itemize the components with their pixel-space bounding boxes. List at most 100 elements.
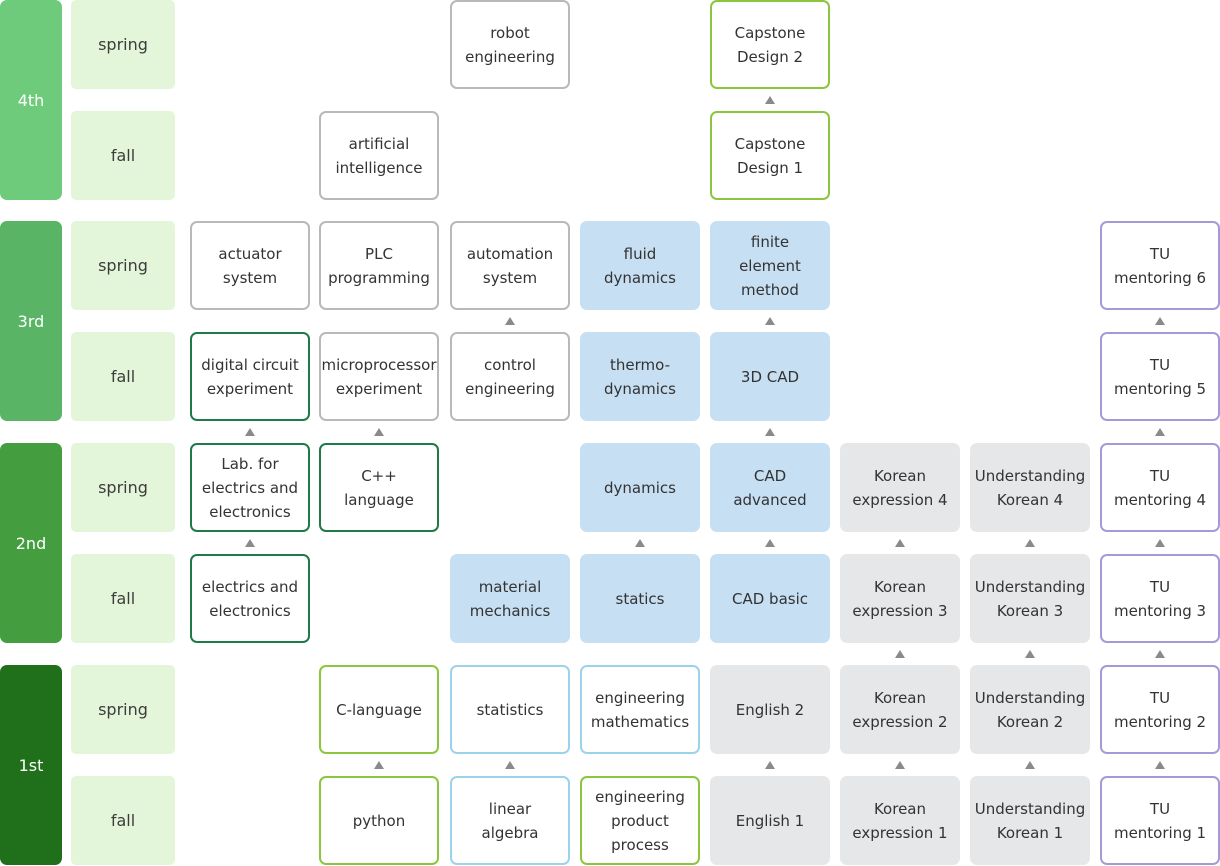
course-label: python [352, 811, 406, 830]
course-understanding-korean-2[interactable]: Understanding Korean 2 [970, 665, 1090, 754]
course-label: TU mentoring 5 [1113, 355, 1207, 398]
course-material-mechanics[interactable]: material mechanics [450, 554, 570, 643]
course-english-1[interactable]: English 1 [710, 776, 830, 865]
course-tu-mentoring-2[interactable]: TU mentoring 2 [1100, 665, 1220, 754]
semester-label-4th-fall: fall [71, 111, 175, 200]
prerequisite-arrow-tu-mentoring-4-to-tu-mentoring-5 [1155, 428, 1165, 436]
course-cad-advanced[interactable]: CAD advanced [710, 443, 830, 532]
course-statistics[interactable]: statistics [450, 665, 570, 754]
course-label: Understanding Korean 2 [974, 688, 1086, 731]
course-automation-system[interactable]: automation system [450, 221, 570, 310]
course-label: TU mentoring 6 [1113, 244, 1207, 287]
course-python[interactable]: python [319, 776, 439, 865]
course-thermo-dynamics[interactable]: thermo- dynamics [580, 332, 700, 421]
course-cpp-language[interactable]: C++ language [319, 443, 439, 532]
course-robot-engineering[interactable]: robot engineering [450, 0, 570, 89]
course-label: robot engineering [465, 23, 555, 66]
course-dynamics[interactable]: dynamics [580, 443, 700, 532]
course-label: C++ language [344, 466, 414, 509]
course-understanding-korean-1[interactable]: Understanding Korean 1 [970, 776, 1090, 865]
course-c-language[interactable]: C-language [319, 665, 439, 754]
course-fluid-dynamics[interactable]: fluid dynamics [580, 221, 700, 310]
course-tu-mentoring-4[interactable]: TU mentoring 4 [1100, 443, 1220, 532]
prerequisite-arrow-electrics-electronics-to-lab-electrics-electronics [245, 539, 255, 547]
course-engineering-mathematics[interactable]: engineering mathematics [580, 665, 700, 754]
course-label: English 2 [735, 700, 805, 719]
course-label: engineering mathematics [590, 688, 690, 731]
course-label: Korean expression 1 [852, 799, 948, 842]
course-cad-basic[interactable]: CAD basic [710, 554, 830, 643]
course-statics[interactable]: statics [580, 554, 700, 643]
course-label: Understanding Korean 3 [974, 577, 1086, 620]
semester-label-2nd-fall: fall [71, 554, 175, 643]
course-label: automation system [466, 244, 554, 287]
year-label-4th: 4th [0, 0, 62, 200]
course-engineering-product-process[interactable]: engineering product process [580, 776, 700, 865]
course-label: 3D CAD [740, 367, 800, 386]
course-label: Capstone Design 2 [734, 23, 806, 66]
prerequisite-arrow-python-to-c-language [374, 761, 384, 769]
course-label: Understanding Korean 1 [974, 799, 1086, 842]
year-label-3rd: 3rd [0, 221, 62, 421]
course-digital-circuit-experiment[interactable]: digital circuit experiment [190, 332, 310, 421]
course-label: TU mentoring 3 [1113, 577, 1207, 620]
course-plc-programming[interactable]: PLC programming [319, 221, 439, 310]
prerequisite-arrow-cpp-language-to-microprocessor-experiment [374, 428, 384, 436]
course-capstone-design-1[interactable]: Capstone Design 1 [710, 111, 830, 200]
course-label: engineering product process [595, 787, 685, 854]
course-capstone-design-2[interactable]: Capstone Design 2 [710, 0, 830, 89]
course-artificial-intelligence[interactable]: artificial intelligence [319, 111, 439, 200]
course-label: Korean expression 3 [852, 577, 948, 620]
course-understanding-korean-4[interactable]: Understanding Korean 4 [970, 443, 1090, 532]
course-label: Capstone Design 1 [734, 134, 806, 177]
course-actuator-system[interactable]: actuator system [190, 221, 310, 310]
course-label: CAD advanced [733, 466, 807, 509]
semester-label-3rd-spring: spring [71, 221, 175, 310]
course-label: dynamics [604, 478, 676, 497]
course-understanding-korean-3[interactable]: Understanding Korean 3 [970, 554, 1090, 643]
course-korean-expression-3[interactable]: Korean expression 3 [840, 554, 960, 643]
course-electrics-electronics[interactable]: electrics and electronics [190, 554, 310, 643]
prerequisite-arrow-korean-expression-2-to-korean-expression-3 [895, 650, 905, 658]
course-tu-mentoring-3[interactable]: TU mentoring 3 [1100, 554, 1220, 643]
course-label: finite element method [739, 232, 801, 299]
course-label: artificial intelligence [335, 134, 423, 177]
course-control-engineering[interactable]: control engineering [450, 332, 570, 421]
course-label: Korean expression 2 [852, 688, 948, 731]
prerequisite-arrow-understanding-korean-3-to-understanding-korean-4 [1025, 539, 1035, 547]
course-label: Lab. for electrics and electronics [201, 454, 299, 521]
course-3d-cad[interactable]: 3D CAD [710, 332, 830, 421]
prerequisite-arrow-tu-mentoring-1-to-tu-mentoring-2 [1155, 761, 1165, 769]
prerequisite-arrow-english-1-to-english-2 [765, 761, 775, 769]
course-finite-element-method[interactable]: finite element method [710, 221, 830, 310]
course-label: material mechanics [469, 577, 551, 620]
course-tu-mentoring-1[interactable]: TU mentoring 1 [1100, 776, 1220, 865]
course-label: PLC programming [328, 244, 430, 287]
prerequisite-arrow-capstone-design-1-to-capstone-design-2 [765, 96, 775, 104]
course-korean-expression-4[interactable]: Korean expression 4 [840, 443, 960, 532]
prerequisite-arrow-control-engineering-to-automation-system [505, 317, 515, 325]
course-label: statistics [476, 700, 544, 719]
course-tu-mentoring-5[interactable]: TU mentoring 5 [1100, 332, 1220, 421]
course-microprocessor-experiment[interactable]: microprocessor experiment [319, 332, 439, 421]
prerequisite-arrow-linear-algebra-to-statistics [505, 761, 515, 769]
course-linear-algebra[interactable]: linear algebra [450, 776, 570, 865]
prerequisite-arrow-understanding-korean-1-to-understanding-korean-2 [1025, 761, 1035, 769]
semester-label-3rd-fall: fall [71, 332, 175, 421]
course-label: Korean expression 4 [852, 466, 948, 509]
course-label: CAD basic [732, 589, 808, 608]
course-english-2[interactable]: English 2 [710, 665, 830, 754]
course-korean-expression-1[interactable]: Korean expression 1 [840, 776, 960, 865]
course-label: actuator system [218, 244, 282, 287]
prerequisite-arrow-cad-advanced-to-3d-cad [765, 428, 775, 436]
year-label-1st: 1st [0, 665, 62, 865]
course-korean-expression-2[interactable]: Korean expression 2 [840, 665, 960, 754]
semester-label-1st-fall: fall [71, 776, 175, 865]
course-lab-electrics-electronics[interactable]: Lab. for electrics and electronics [190, 443, 310, 532]
prerequisite-arrow-korean-expression-1-to-korean-expression-2 [895, 761, 905, 769]
prerequisite-arrow-lab-electrics-electronics-to-digital-circuit-experiment [245, 428, 255, 436]
course-tu-mentoring-6[interactable]: TU mentoring 6 [1100, 221, 1220, 310]
prerequisite-arrow-understanding-korean-2-to-understanding-korean-3 [1025, 650, 1035, 658]
prerequisite-arrow-cad-basic-to-cad-advanced [765, 539, 775, 547]
